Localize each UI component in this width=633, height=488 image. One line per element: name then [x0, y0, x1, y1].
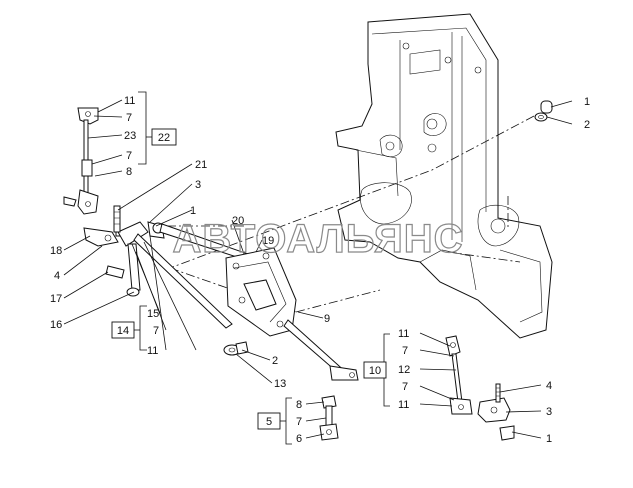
callout-2-bot: 2 — [272, 355, 278, 367]
callout-14: 14 — [117, 325, 129, 337]
callout-11-a: 11 — [124, 95, 135, 107]
callout-5: 5 — [266, 416, 272, 428]
right-linkage-rod — [445, 335, 473, 415]
bracket-group-5 — [280, 397, 292, 445]
callout-2-top: 2 — [584, 119, 590, 131]
callout-7-d: 7 — [296, 416, 302, 428]
callout-numbers: 1 2 11 7 23 7 8 21 3 1 20 19 18 4 17 16 … — [50, 95, 590, 445]
callout-20: 20 — [232, 215, 244, 227]
callout-8-a: 8 — [126, 166, 132, 178]
washer-pin-center — [223, 341, 249, 356]
callout-17: 17 — [50, 293, 62, 305]
callout-18: 18 — [50, 245, 62, 257]
upper-linkage-rod — [63, 107, 99, 215]
callout-4-b: 4 — [546, 380, 552, 392]
bolt-upper-left — [113, 205, 121, 233]
tractor-frame-housing — [335, 13, 553, 339]
bushing-top — [534, 100, 553, 122]
callout-leader-lines — [63, 99, 573, 439]
callout-8-b: 8 — [296, 399, 302, 411]
callout-3-b: 3 — [546, 406, 552, 418]
mounting-plate — [225, 247, 297, 337]
callout-11-d: 11 — [398, 399, 409, 411]
callout-11-b: 11 — [147, 345, 158, 357]
callout-19: 19 — [262, 235, 274, 247]
callout-3-a: 3 — [195, 179, 201, 191]
lower-push-rod — [283, 319, 359, 381]
callout-box-5: 5 — [257, 412, 281, 430]
callout-6: 6 — [296, 433, 302, 445]
callout-7-b: 7 — [126, 150, 132, 162]
watermark-text: АВТОАЛЬЯНС — [173, 217, 464, 261]
callout-9: 9 — [324, 313, 330, 325]
callout-1-bot: 1 — [546, 433, 552, 445]
callout-16: 16 — [50, 319, 62, 331]
callout-7-a: 7 — [126, 112, 132, 124]
callout-box-14: 14 — [111, 321, 135, 339]
bracket-group-14 — [134, 305, 147, 351]
callout-23: 23 — [124, 130, 136, 142]
callout-13: 13 — [274, 378, 286, 390]
callout-10: 10 — [369, 365, 381, 377]
callout-1-top: 1 — [584, 96, 590, 108]
callout-7-e: 7 — [402, 345, 408, 357]
callout-15: 15 — [147, 308, 159, 320]
right-lever-block — [477, 383, 515, 441]
callout-22: 22 — [158, 132, 170, 144]
lower-link-assembly — [319, 395, 339, 441]
callout-12: 12 — [398, 364, 410, 376]
callout-box-10: 10 — [363, 361, 387, 379]
bracket-upper-left — [138, 91, 152, 165]
callout-7-f: 7 — [402, 381, 408, 393]
lever-bracket-left — [83, 211, 165, 297]
callout-1-mid: 1 — [190, 205, 196, 217]
callout-4-a: 4 — [54, 270, 60, 282]
callout-11-c: 11 — [398, 328, 409, 340]
assembly-center-lines — [150, 115, 535, 313]
callout-7-c: 7 — [153, 325, 159, 337]
callout-box-22: 22 — [151, 128, 177, 146]
callout-21: 21 — [195, 159, 207, 171]
